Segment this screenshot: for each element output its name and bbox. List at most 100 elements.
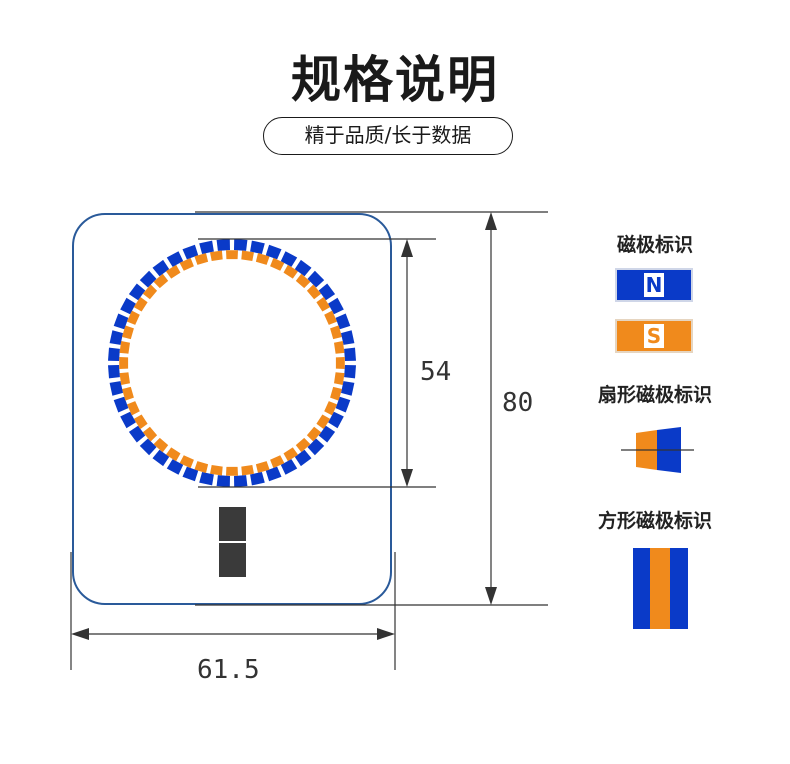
- ring-outer-segment: [280, 251, 298, 267]
- sector-mark-title: 扇形磁极标识: [597, 384, 712, 406]
- ring-inner-segment: [122, 325, 134, 340]
- ring-inner-segment: [270, 257, 285, 271]
- ring-inner-segment: [165, 264, 181, 279]
- ring-outer-segment: [307, 438, 325, 456]
- ring-inner-segment: [119, 341, 130, 354]
- width-label: 61.5: [197, 655, 260, 685]
- ring-outer-segment: [216, 475, 230, 487]
- ring-outer-segment: [128, 425, 146, 443]
- ring-inner-segment: [283, 264, 299, 279]
- ring-inner-segment: [335, 357, 345, 369]
- ring-inner-segment: [316, 414, 331, 430]
- ring-outer-segment: [113, 313, 129, 330]
- ring-inner-segment: [126, 401, 140, 416]
- ring-outer-segment: [234, 239, 248, 251]
- ring-outer-segment: [344, 365, 356, 379]
- ring-arrow-bottom: [401, 469, 413, 487]
- ring-outer-segment: [113, 396, 129, 413]
- ring-inner-segment: [119, 372, 130, 385]
- ring-outer-segment: [199, 472, 214, 486]
- ring-outer-segment: [265, 244, 282, 260]
- square-magnet-icon: [633, 548, 688, 629]
- ring-outer-segment: [335, 313, 351, 330]
- ring-inner-segment: [316, 296, 331, 312]
- ring-outer-segment: [199, 240, 214, 254]
- ring-inner-segment: [226, 466, 238, 476]
- ring-inner-segment: [194, 461, 209, 473]
- ring-outer-segment: [216, 239, 230, 251]
- ring-inner-segment: [153, 273, 169, 289]
- ring-outer-segment: [294, 449, 312, 467]
- ring-inner-segment: [153, 437, 169, 453]
- ring-outer-segment: [344, 347, 356, 361]
- ring-outer-segment: [182, 244, 199, 260]
- ring-inner-segment: [283, 447, 299, 462]
- page-title: 规格说明: [291, 51, 499, 109]
- ring-inner-segment: [142, 426, 158, 442]
- ring-inner-segment: [295, 437, 311, 453]
- ring-inner-segment: [255, 253, 270, 265]
- ring-inner-segment: [133, 296, 148, 312]
- ring-inner-segment: [119, 357, 129, 369]
- ring-inner-segment: [270, 455, 285, 469]
- height-arrow-bottom: [485, 587, 497, 605]
- ring-inner-segment: [126, 310, 140, 325]
- ring-outer-segment: [294, 259, 312, 277]
- ring-inner-segment: [194, 253, 209, 265]
- ring-outer-segment: [328, 297, 344, 315]
- subtitle-badge: 精于品质/长于数据: [263, 117, 513, 155]
- block-magnet-top: [219, 507, 246, 541]
- ring-outer-segment: [265, 466, 282, 482]
- ring-inner-segment: [241, 465, 254, 476]
- ring-inner-segment: [330, 386, 342, 401]
- height-arrow-top: [485, 212, 497, 230]
- ring-inner-segment: [226, 250, 238, 260]
- ring-inner-segment: [334, 372, 345, 385]
- ring-outer-segment: [341, 381, 355, 396]
- north-label: N: [644, 273, 664, 297]
- ring-outer-segment: [250, 240, 265, 254]
- ring-outer-segment: [234, 475, 248, 487]
- ring-outer-segment: [280, 459, 298, 475]
- ring-outer-segment: [307, 270, 325, 288]
- ring-outer-segment: [250, 472, 265, 486]
- product-outline: [72, 213, 392, 605]
- ring-inner-segment: [306, 426, 322, 442]
- ring-arrow-top: [401, 239, 413, 257]
- south-label: S: [644, 324, 664, 348]
- ring-inner-segment: [306, 284, 322, 300]
- ring-outer-segment: [109, 330, 123, 345]
- ring-outer-segment: [328, 411, 344, 429]
- ring-outer-segment: [166, 251, 184, 267]
- south-pole-box: S: [615, 319, 693, 353]
- width-arrow-right: [377, 628, 395, 640]
- square-mark-title: 方形磁极标识: [597, 510, 712, 532]
- ring-outer-segment: [139, 270, 157, 288]
- ring-outer-segment: [318, 425, 336, 443]
- ring-inner-segment: [210, 465, 223, 476]
- ring-inner-segment: [324, 310, 338, 325]
- ring-outer-segment: [152, 449, 170, 467]
- ring-outer-segment: [341, 330, 355, 345]
- ring-inner-segment: [334, 341, 345, 354]
- ring-outer-segment: [108, 347, 120, 361]
- height-label: 80: [502, 388, 534, 418]
- magnet-ring: [108, 239, 356, 487]
- ring-outer-segment: [139, 438, 157, 456]
- ring-outer-segment: [128, 283, 146, 301]
- ring-inner-segment: [295, 273, 311, 289]
- block-magnet-bottom: [219, 543, 246, 577]
- ring-inner-segment: [210, 250, 223, 261]
- ring-outer-segment: [335, 396, 351, 413]
- ring-outer-segment: [152, 259, 170, 277]
- ring-inner-segment: [142, 284, 158, 300]
- ring-outer-segment: [182, 466, 199, 482]
- ring-inner-segment: [179, 455, 194, 469]
- ring-outer-segment: [318, 283, 336, 301]
- ring-inner-segment: [179, 257, 194, 271]
- north-pole-box: N: [615, 268, 693, 302]
- ring-inner-segment: [241, 250, 254, 261]
- ring-inner-segment: [324, 401, 338, 416]
- width-arrow-left: [71, 628, 89, 640]
